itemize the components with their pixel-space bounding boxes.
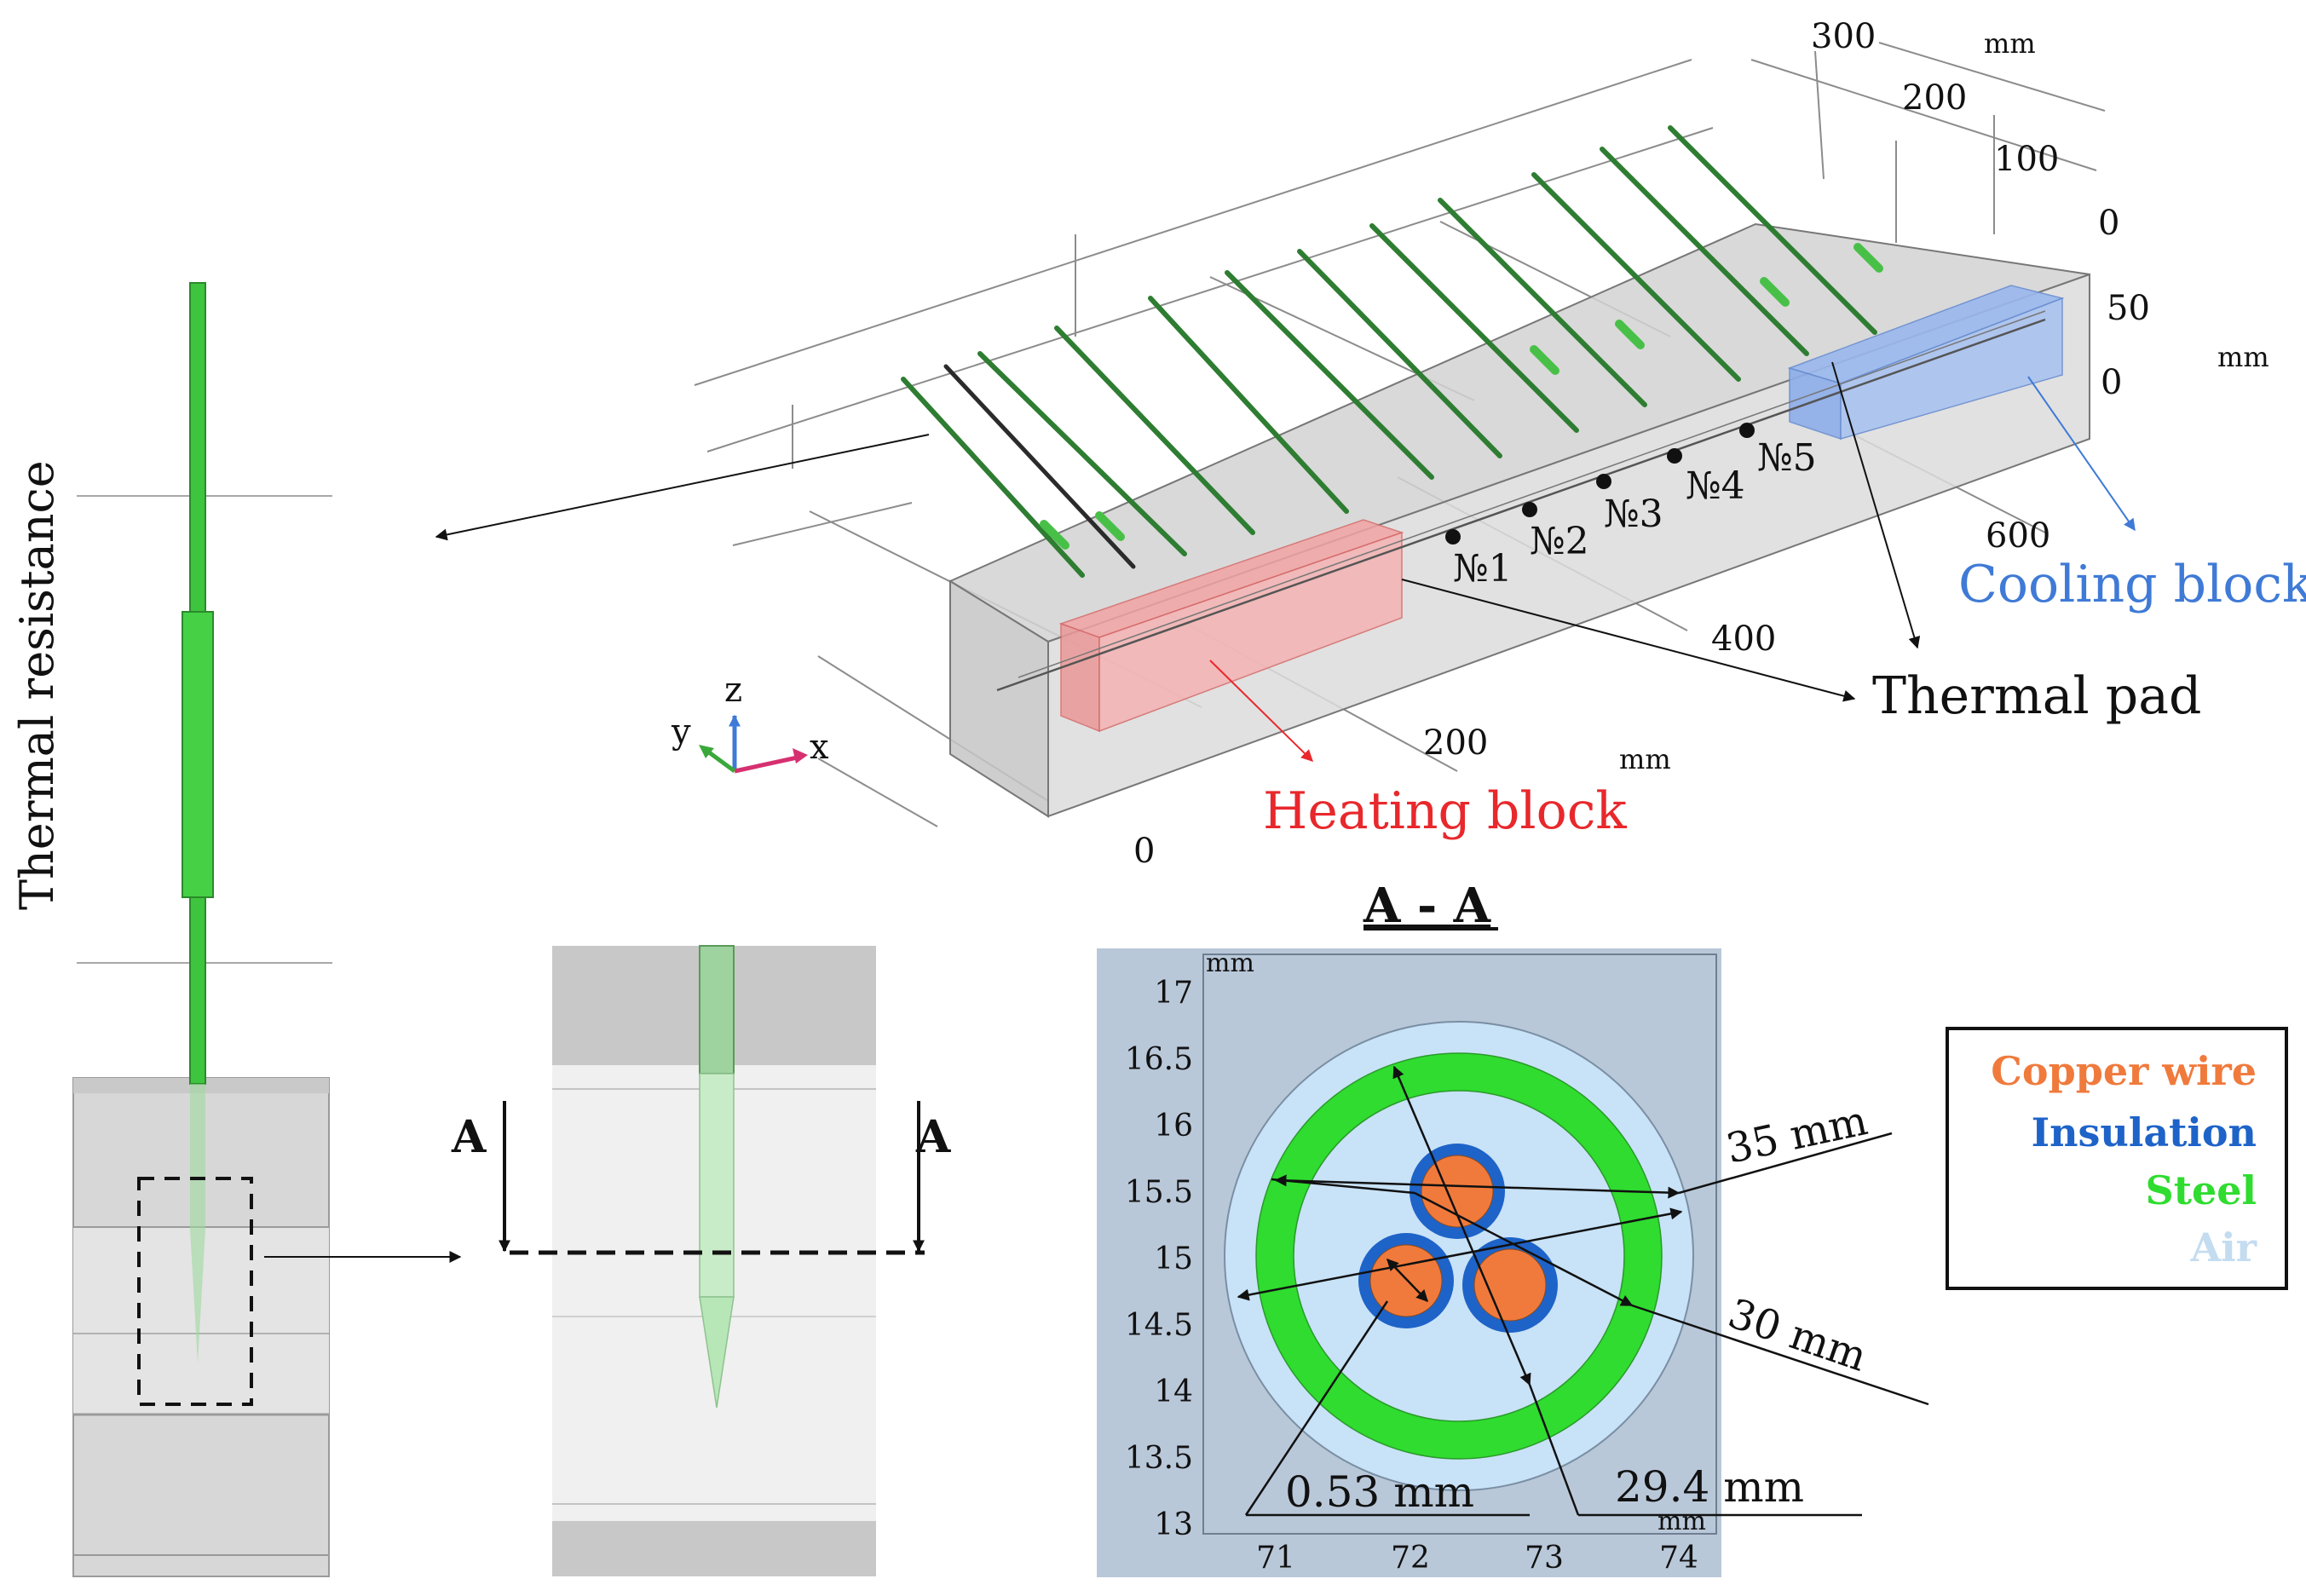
dim-inner: 29.4 mm — [1615, 1462, 1804, 1512]
y-tick-300: 300 — [1811, 17, 1876, 56]
y-unit: mm — [1984, 27, 2036, 60]
z-tick-0: 0 — [2101, 363, 2122, 402]
heating-block — [1058, 519, 1404, 733]
cs-y-15: 15 — [1154, 1242, 1193, 1276]
x-tick-labels: 71 72 73 74 — [1256, 1541, 1698, 1576]
legend-air: Air — [2190, 1224, 2257, 1270]
dim-wire: 0.53 mm — [1285, 1467, 1474, 1517]
cs-y-13: 13 — [1154, 1507, 1193, 1542]
cs-y-16: 16 — [1154, 1109, 1193, 1144]
z-tick-50: 50 — [2107, 289, 2150, 328]
plot-unit-top: mm — [1206, 948, 1254, 978]
wire-1 — [1410, 1144, 1505, 1239]
sensor-label-2: №2 — [1530, 520, 1589, 563]
sensor-label-3: №3 — [1604, 493, 1663, 536]
triad-z: z — [724, 671, 742, 710]
sensor-rod-sleeve — [182, 611, 214, 898]
cs-x-71: 71 — [1256, 1541, 1295, 1576]
cs-y-13-5: 13.5 — [1125, 1441, 1193, 1476]
cs-x-73: 73 — [1525, 1541, 1564, 1576]
y-tick-0: 0 — [2098, 204, 2119, 243]
detail-marker — [137, 1177, 253, 1406]
triad-x: x — [810, 728, 829, 767]
x-tick-600: 600 — [1986, 516, 2050, 556]
triad-y: y — [671, 712, 691, 752]
cross-section: A - A — [1097, 878, 1929, 1577]
air-inner — [1293, 1090, 1625, 1422]
y-tick-100: 100 — [1994, 140, 2059, 179]
cs-y-14-5: 14.5 — [1125, 1308, 1193, 1343]
elevation-view: Thermal resistance — [10, 282, 462, 1577]
cs-y-14: 14 — [1154, 1374, 1193, 1409]
cooling-block-label: Cooling block — [1958, 555, 2306, 614]
legend-box — [1946, 1027, 2288, 1290]
wire-2 — [1358, 1233, 1454, 1328]
x-tick-200: 200 — [1423, 723, 1488, 763]
three-d-view: №1 №2 №3 №4 №5 Heating block Cooling blo… — [435, 17, 2306, 871]
cs-y-15-5: 15.5 — [1125, 1175, 1193, 1210]
legend-steel: Steel — [2146, 1167, 2257, 1213]
sensor-label-4: №4 — [1686, 464, 1745, 508]
cs-y-17: 17 — [1154, 976, 1193, 1011]
sensor-label-5: №5 — [1757, 436, 1817, 480]
z-unit: mm — [2217, 341, 2269, 373]
heating-block-label: Heating block — [1263, 781, 1627, 841]
section-mark-right: A — [915, 1111, 951, 1163]
sensor-sleeves — [1040, 243, 1883, 550]
x-unit: mm — [1619, 743, 1671, 775]
section-title: A - A — [1363, 878, 1492, 934]
legend-insulation: Insulation — [2032, 1109, 2257, 1155]
sensor-label-1: №1 — [1453, 547, 1513, 591]
sensor-points — [1445, 423, 1755, 544]
x-tick-0: 0 — [1133, 832, 1155, 871]
cs-x-74: 74 — [1659, 1541, 1698, 1576]
section-mark-left: A — [451, 1111, 487, 1163]
legend: Copper wire Insulation Steel Air — [1946, 1027, 2288, 1290]
detail-view: A A — [451, 945, 951, 1576]
plot-unit-bottom: mm — [1657, 1507, 1706, 1536]
y-tick-labels: 17 16.5 16 15.5 15 14.5 14 13.5 13 — [1125, 976, 1193, 1542]
cs-x-72: 72 — [1391, 1541, 1430, 1576]
dim-steel: 30 mm — [1722, 1289, 1872, 1380]
legend-copper: Copper wire — [1991, 1048, 2257, 1094]
grid-lines — [694, 42, 2106, 827]
thermal-pad-label: Thermal pad — [1872, 666, 2201, 726]
thermal-resistance-label: Thermal resistance — [10, 460, 64, 910]
y-tick-200: 200 — [1902, 78, 1967, 118]
sensor-lines — [901, 125, 1877, 578]
axis-triad: z x y — [671, 671, 829, 774]
dim-outer: 35 mm — [1722, 1097, 1871, 1173]
x-tick-400: 400 — [1711, 619, 1776, 659]
cs-y-16-5: 16.5 — [1125, 1042, 1193, 1077]
